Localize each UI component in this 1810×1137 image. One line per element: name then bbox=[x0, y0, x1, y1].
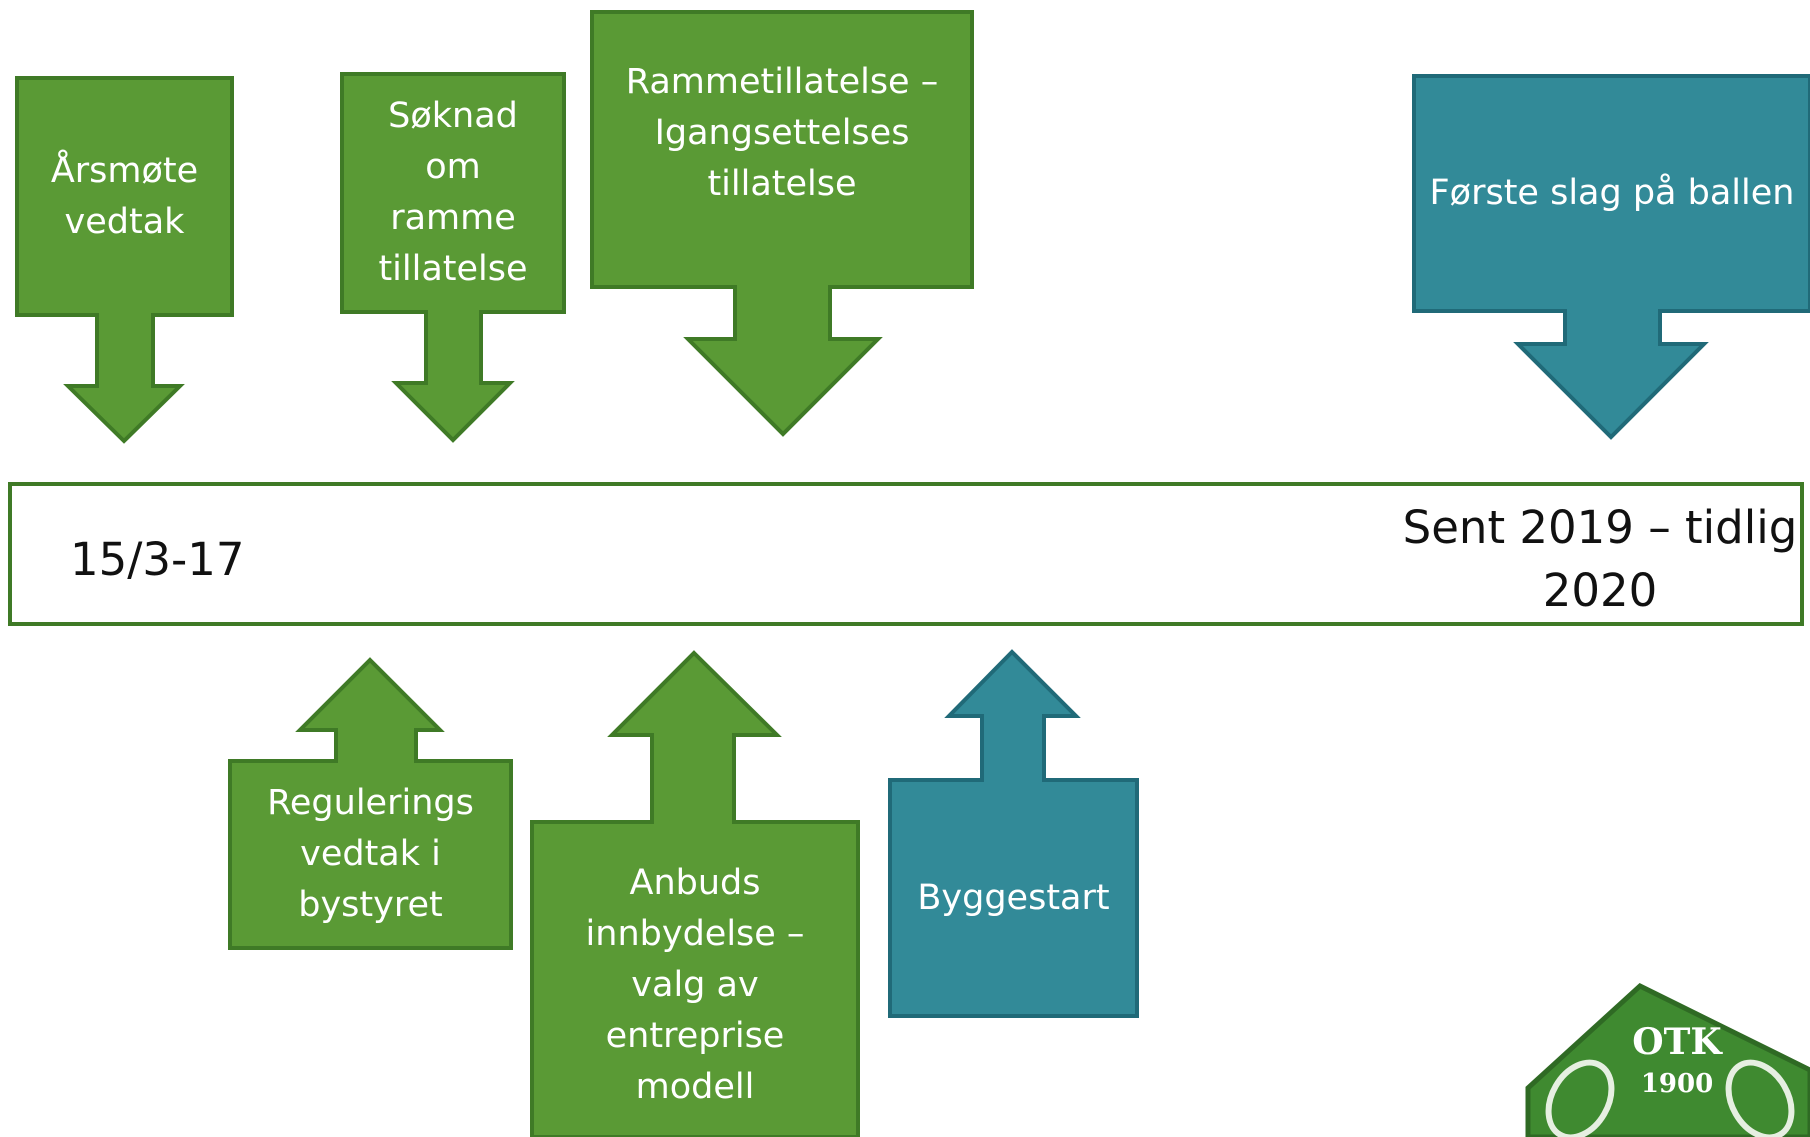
racket-left-icon bbox=[1545, 1059, 1615, 1137]
milestone-rammetillatelse-label: Rammetillatelse – Igangsettelses tillate… bbox=[625, 61, 939, 204]
timeline-end-label: Sent 2019 – tidlig 2020 bbox=[1402, 501, 1798, 617]
callout-soknad bbox=[340, 72, 566, 443]
callout-regulering bbox=[228, 657, 513, 950]
logo-year-text: 1900 bbox=[1641, 1069, 1713, 1099]
milestone-soknad-label: Søknad om ramme tillatelse bbox=[378, 96, 528, 289]
callout-byggestart bbox=[888, 649, 1139, 1018]
timeline-start-label: 15/3-17 bbox=[70, 533, 245, 586]
racket-right-icon bbox=[1725, 1059, 1795, 1137]
callout-arsmote bbox=[15, 76, 234, 444]
callout-anbud bbox=[530, 650, 860, 1137]
callout-forste-slag bbox=[1412, 74, 1810, 440]
milestone-anbud-label: Anbuds innbydelse – valg av entreprise m… bbox=[585, 862, 805, 1107]
timeline-bar bbox=[8, 482, 1804, 626]
milestone-arsmote-label: Årsmøte vedtak bbox=[50, 150, 199, 242]
otk-logo: OTK 1900 bbox=[1525, 983, 1810, 1137]
logo-otk-text: OTK bbox=[1632, 1021, 1723, 1063]
callout-rammetillatelse bbox=[590, 10, 974, 437]
milestone-byggestart-label: Byggestart bbox=[917, 877, 1110, 918]
milestone-regulering-label: Regulerings vedtak i bystyret bbox=[267, 783, 474, 925]
milestone-forste-slag-label: Første slag på ballen bbox=[1429, 173, 1795, 213]
